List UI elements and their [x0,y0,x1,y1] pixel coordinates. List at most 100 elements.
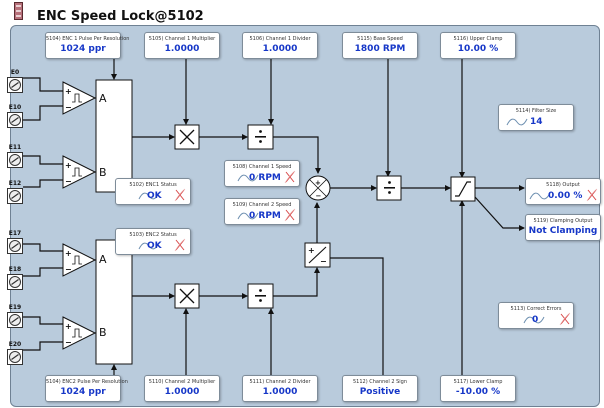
terminal-screw-icon [7,238,23,254]
param-correct-errors: 5113) Correct Errors 0 [498,302,574,329]
param-label: 5117) Lower Clamp [453,379,503,385]
signal-wave-icon [237,212,259,220]
status-x-icon [174,188,186,202]
param-value: OK [147,191,162,201]
module-icon [14,2,23,20]
terminal-label: E18 [8,266,22,273]
param-value: 10.00 % [457,44,499,54]
param-value: 1.0000 [262,44,298,54]
signal-wave-icon [138,242,160,250]
param-value: 0 [532,315,539,325]
param-label: 5110) Channel 2 Multiplier [148,379,216,385]
param-enc1-ppr[interactable]: 5104) ENC 1 Pulse Per Resolution 1024 pp… [45,32,130,59]
param-value: 1.0000 [164,44,200,54]
signal-wave-icon [529,192,551,200]
param-ch2-speed: 5109) Channel 2 Speed 0 RPM [224,198,300,225]
svg-text:−: − [316,192,322,200]
svg-text:+: + [65,249,72,258]
page-title: ENC Speed Lock@5102 [37,9,204,24]
param-value: Positive [359,387,401,397]
param-label: 5106) Channel 1 Divider [249,36,311,42]
terminal-screw-icon [7,188,23,204]
status-x-icon [284,208,296,222]
param-ch1-speed: 5108) Channel 1 Speed 0 RPM [224,160,300,187]
param-value: Not Clamping [528,226,598,236]
svg-text:+: + [65,87,72,96]
enc2-channel-b-label: B [99,326,107,339]
terminal-screw-icon [7,77,23,93]
terminal-label: E19 [8,304,22,311]
status-x-icon [284,170,296,184]
param-base-speed[interactable]: 5115) Base Speed 1800 RPM [342,32,418,59]
enc1-channel-a-label: A [99,92,107,105]
svg-text:−: − [65,103,72,112]
param-label: 5114) Filter Size [515,108,557,114]
terminal-label: E20 [8,341,22,348]
param-label: 5108) Channel 1 Speed [232,164,292,170]
enc2-channel-a-label: A [99,253,107,266]
svg-text:+: + [308,246,315,255]
param-enc1-status: 5102) ENC1 Status OK [115,178,191,205]
param-label: 5119) Clamping Output [533,218,593,224]
param-label: 5104) ENC 1 Pulse Per Resolution [46,36,130,42]
param-value: -10.00 % [455,387,501,397]
param-upper-clamp[interactable]: 5116) Upper Clamp 10.00 % [440,32,516,59]
terminal-screw-icon [7,112,23,128]
terminal-label: E11 [8,144,22,151]
svg-text:−: − [320,257,327,266]
param-value: 0 RPM [249,173,281,183]
param-label: 5105) Channel 1 Multiplier [148,36,216,42]
svg-text:+: + [65,161,72,170]
param-label: 5102) ENC1 Status [129,182,177,188]
param-enc2-ppr[interactable]: 5104) ENC2 Pulse Per Resolution 1024 ppr [45,375,128,402]
param-label: 5113) Correct Errors [510,306,562,312]
svg-text:+: + [65,322,72,331]
terminal-screw-icon [7,349,23,365]
param-ch1-divider[interactable]: 5106) Channel 1 Divider 1.0000 [242,32,318,59]
param-ch1-multiplier[interactable]: 5105) Channel 1 Multiplier 1.0000 [144,32,220,59]
param-label: 5104) ENC2 Pulse Per Resolution [46,379,128,385]
param-value: OK [147,241,162,251]
param-clamping-output: 5119) Clamping Output Not Clamping [525,214,601,241]
terminal-label: E12 [8,180,22,187]
param-output: 5118) Output 0.00 % [525,178,601,205]
param-label: 5115) Base Speed [357,36,403,42]
param-label: 5109) Channel 2 Speed [232,202,292,208]
svg-text:−: − [65,177,72,186]
param-label: 5112) Channel 2 Sign [352,379,408,385]
param-lower-clamp[interactable]: 5117) Lower Clamp -10.00 % [440,375,516,402]
svg-text:−: − [65,265,72,274]
param-ch2-sign[interactable]: 5112) Channel 2 Sign Positive [342,375,418,402]
signal-wave-icon [237,174,259,182]
param-value: 1024 ppr [60,44,106,54]
param-enc2-status: 5103) ENC2 Status OK [115,228,191,255]
terminal-label: E10 [8,104,22,111]
status-x-icon [559,312,571,326]
param-value: 1800 RPM [354,44,406,54]
param-value: 14 [530,117,543,127]
status-x-icon [174,238,186,252]
signal-wave-icon [506,118,528,126]
param-ch2-divider[interactable]: 5111) Channel 2 Divider 1.0000 [242,375,318,402]
svg-text:+: + [315,179,321,187]
terminal-label: E17 [8,230,22,237]
svg-text:−: − [65,338,72,347]
terminal-screw-icon [7,152,23,168]
param-value: 0.00 % [548,191,583,201]
signal-wave-icon [523,316,545,324]
param-value: 1.0000 [262,387,298,397]
enc1-channel-b-label: B [99,166,107,179]
param-label: 5111) Channel 2 Divider [249,379,311,385]
terminal-screw-icon [7,312,23,328]
param-ch2-multiplier[interactable]: 5110) Channel 2 Multiplier 1.0000 [144,375,220,402]
signal-wave-icon [138,192,160,200]
param-value: 1.0000 [164,387,200,397]
terminal-label: E0 [10,69,20,76]
param-value: 0 RPM [249,211,281,221]
param-filter-size[interactable]: 5114) Filter Size 14 [498,104,574,131]
param-value: 1024 ppr [60,387,106,397]
terminal-screw-icon [7,274,23,290]
param-label: 5118) Output [546,182,580,188]
param-label: 5103) ENC2 Status [129,232,177,238]
